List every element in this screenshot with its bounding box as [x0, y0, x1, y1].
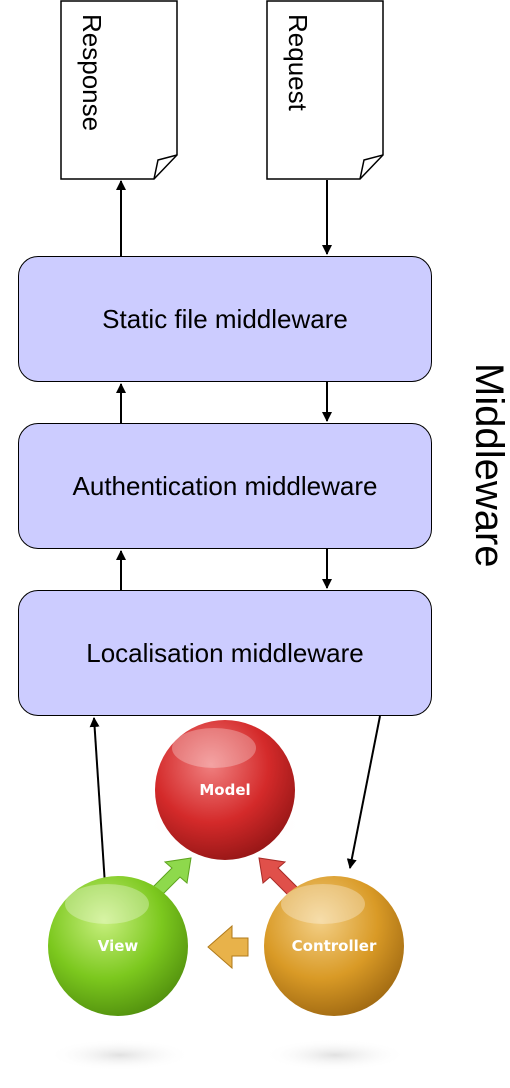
request-document: Request: [266, 0, 384, 180]
document-shape: [266, 0, 384, 180]
controller-shadow: [263, 1039, 407, 1071]
static-file-middleware-box: Static file middleware: [18, 256, 432, 382]
model-highlight: [172, 728, 256, 768]
controller-sphere: [264, 876, 404, 1016]
document-shape: [60, 0, 178, 180]
authentication-middleware-label: Authentication middleware: [72, 470, 378, 501]
controller-label: Controller: [292, 937, 377, 955]
localisation-middleware-box: Localisation middleware: [18, 590, 432, 716]
response-label: Response: [77, 14, 107, 132]
view-to-localisation-arrow: [89, 717, 107, 901]
view-highlight: [65, 884, 149, 924]
controller-to-model-arrow-icon: [258, 857, 299, 898]
controller-highlight: [281, 884, 365, 924]
authentication-middleware-box: Authentication middleware: [18, 423, 432, 549]
response-document: Response: [60, 0, 178, 180]
static-file-middleware-label: Static file middleware: [102, 303, 348, 334]
view-label: View: [98, 937, 139, 955]
controller-to-view-arrow-icon: [207, 924, 249, 970]
view-sphere: [48, 876, 188, 1016]
request-label: Request: [283, 14, 313, 111]
localisation-middleware-label: Localisation middleware: [86, 637, 364, 668]
model-sphere: [155, 720, 295, 860]
middleware-side-label: Middleware: [467, 363, 510, 568]
view-shadow: [48, 1039, 192, 1071]
model-label: Model: [199, 781, 250, 799]
localisation-to-controller-arrow: [346, 715, 381, 869]
mvc-graphic: Model View Controller: [48, 720, 407, 1071]
